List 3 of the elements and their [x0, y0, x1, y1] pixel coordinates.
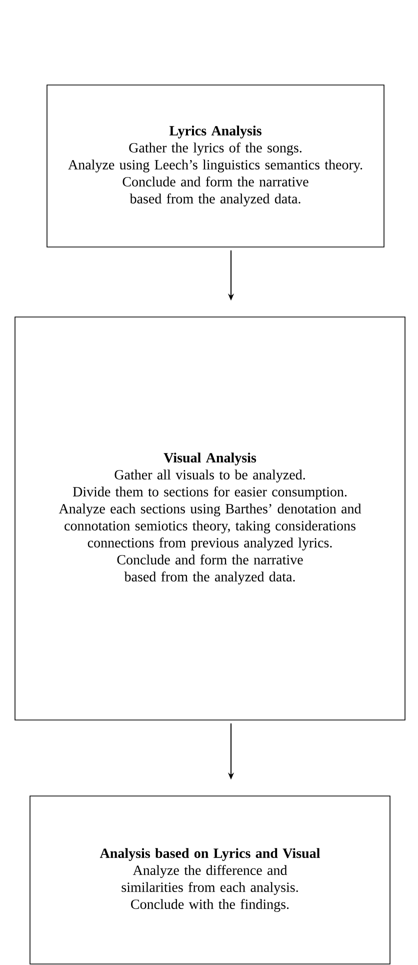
process-box: Analysis based on Lyrics and Visual Analyze the difference and similarities from each analysis. Conclude with the findings. [30, 796, 390, 964]
process-box: Lyrics Analysis Gather the lyrics of the songs. Analyze using Leech’s linguistics semantics theory. Conclude and form the narrative based from the analyzed data. [46, 84, 384, 248]
process-box: Visual Analysis Gather all visuals to be analyzed. Divide them to sections for easier consumption. Analyze each sections using Barthes’ denotation and connotation semiotics theory, taking considerations connections from previous analyzed lyrics. Conclude and form the narrative based from the analyzed data. [14, 316, 406, 720]
